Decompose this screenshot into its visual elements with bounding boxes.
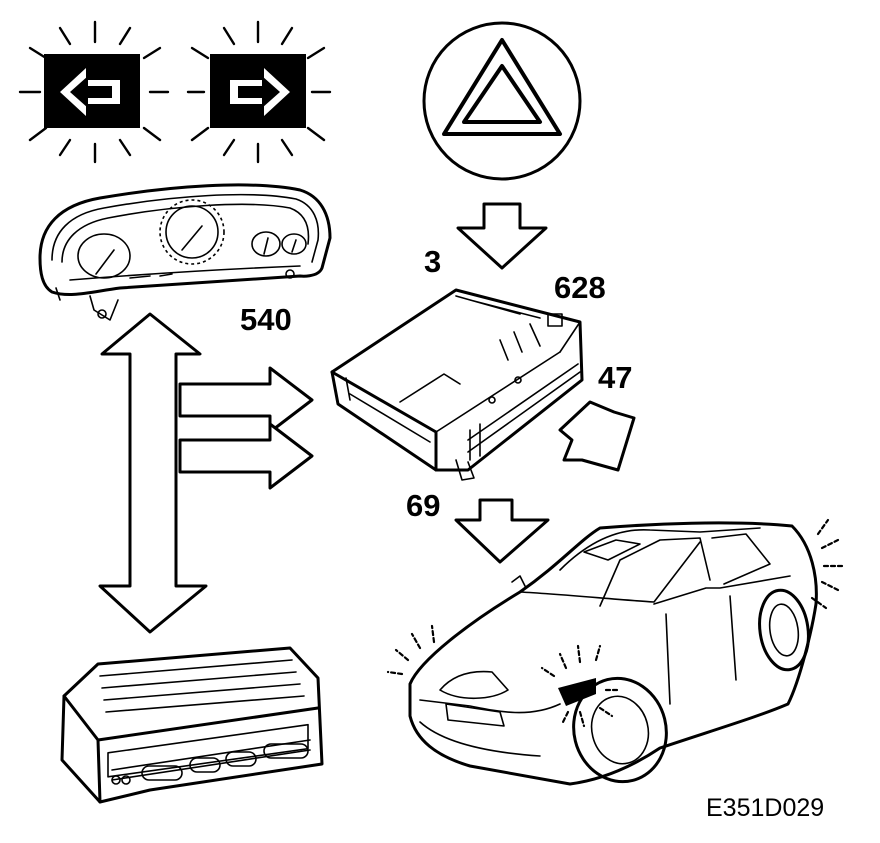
- display-panel-illustration: [60, 646, 324, 804]
- car-illustration: [386, 518, 844, 786]
- label-connector-69: 69: [406, 488, 441, 523]
- hazard-warning-icon: [422, 21, 582, 181]
- figure-code: E351D029: [706, 794, 825, 822]
- left-turn-indicator-icon: [18, 20, 170, 164]
- arrow-cluster-to-module: [178, 366, 314, 434]
- panel-buttons: [111, 743, 309, 785]
- arrow-module-to-car-left: [454, 498, 550, 564]
- label-instrument-cluster: 540: [240, 302, 292, 337]
- right-turn-indicator-icon: [186, 20, 332, 164]
- label-control-module-3: 3: [424, 244, 442, 279]
- arrow-hazard-to-module: [456, 202, 548, 270]
- label-connector-47: 47: [598, 360, 633, 395]
- control-module-illustration: [330, 288, 584, 481]
- instrument-cluster-illustration: [38, 183, 332, 321]
- arrow-display-to-module: [178, 422, 314, 490]
- label-control-module-628: 628: [554, 270, 606, 305]
- double-arrow-cluster-to-display: [98, 312, 208, 634]
- arrow-module-to-car-right: [558, 400, 636, 472]
